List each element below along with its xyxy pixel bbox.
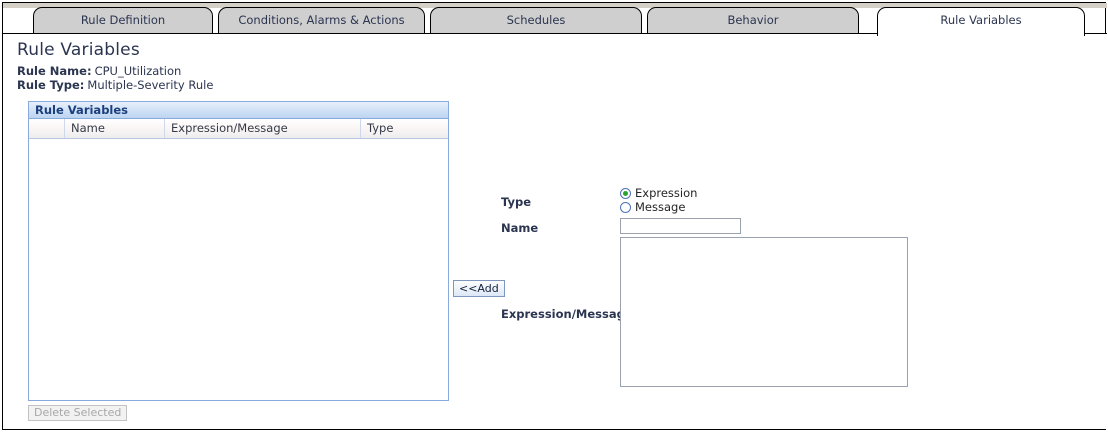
column-header-expression-message[interactable]: Expression/Message bbox=[165, 119, 361, 138]
table-header-row: Name Expression/Message Type bbox=[29, 119, 448, 139]
tab-label: Rule Variables bbox=[940, 13, 1022, 27]
radio-option-expression[interactable]: Expression bbox=[620, 186, 697, 200]
name-label: Name bbox=[501, 221, 539, 235]
expression-message-label: Expression/Message bbox=[501, 307, 633, 321]
tab-rule-definition[interactable]: Rule Definition bbox=[33, 7, 213, 34]
tab-label: Conditions, Alarms & Actions bbox=[238, 13, 405, 27]
tab-content-panel: Rule Variables Rule Name:CPU_Utilization… bbox=[3, 33, 1107, 429]
tab-label: Rule Definition bbox=[80, 13, 166, 27]
rule-type-row: Rule Type:Multiple-Severity Rule bbox=[17, 78, 213, 92]
tab-conditions-alarms-actions[interactable]: Conditions, Alarms & Actions bbox=[218, 7, 425, 34]
delete-selected-button[interactable]: Delete Selected bbox=[28, 405, 128, 421]
column-header-select[interactable] bbox=[29, 119, 65, 138]
page-title: Rule Variables bbox=[17, 40, 140, 60]
tab-label: Behavior bbox=[727, 13, 779, 27]
rule-name-row: Rule Name:CPU_Utilization bbox=[17, 64, 181, 78]
tab-bar: Rule Definition Conditions, Alarms & Act… bbox=[3, 3, 1107, 36]
rule-name-value: CPU_Utilization bbox=[94, 64, 182, 78]
top-gray-strip bbox=[3, 3, 1107, 8]
column-header-type[interactable]: Type bbox=[367, 121, 394, 135]
radio-message-label: Message bbox=[635, 200, 686, 214]
active-tab-notch bbox=[878, 32, 1084, 35]
tab-schedules[interactable]: Schedules bbox=[430, 7, 642, 34]
rule-type-label: Rule Type: bbox=[17, 78, 85, 92]
radio-message-icon[interactable] bbox=[620, 201, 631, 213]
rule-variables-table: Rule Variables Name Expression/Message T… bbox=[28, 101, 449, 401]
radio-expression-label: Expression bbox=[635, 186, 698, 200]
column-header-name[interactable]: Name bbox=[65, 119, 165, 138]
name-input[interactable] bbox=[620, 218, 741, 234]
add-button[interactable]: <<Add bbox=[453, 280, 505, 297]
table-caption: Rule Variables bbox=[29, 102, 448, 119]
expression-message-textarea[interactable] bbox=[620, 237, 908, 387]
table-body-empty bbox=[29, 139, 448, 399]
radio-option-message[interactable]: Message bbox=[620, 200, 685, 214]
radio-expression-icon[interactable] bbox=[620, 187, 631, 199]
type-label: Type bbox=[501, 195, 532, 209]
rule-type-value: Multiple-Severity Rule bbox=[87, 78, 214, 92]
tab-label: Schedules bbox=[506, 13, 566, 27]
tab-behavior[interactable]: Behavior bbox=[647, 7, 859, 34]
rule-name-label: Rule Name: bbox=[17, 64, 92, 78]
